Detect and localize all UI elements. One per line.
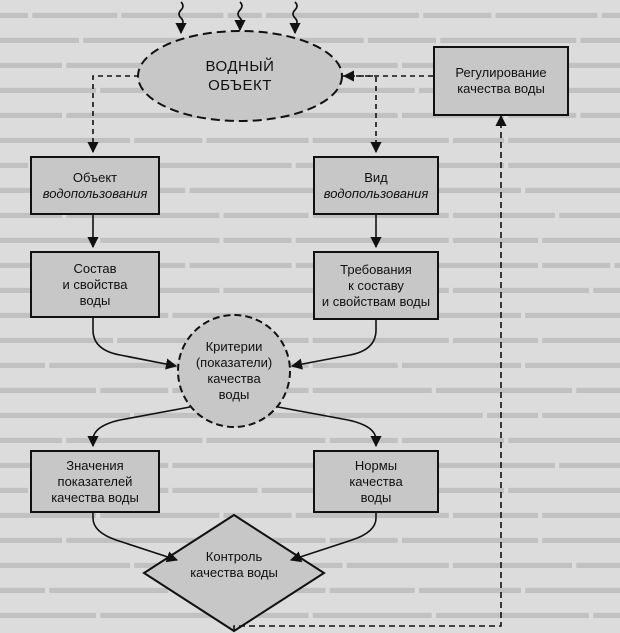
usage-object-line2: водопользования — [42, 185, 148, 201]
values-line1: Значения — [66, 457, 124, 473]
requirements-line2: к составу — [348, 277, 404, 293]
control-line2: качества воды — [190, 565, 278, 580]
regulation-box: Регулирование качества воды — [433, 46, 569, 116]
usage-type-box: Вид водопользования — [313, 156, 439, 215]
arrow-norms-to-control — [289, 513, 377, 563]
composition-box: Состав и свойства воды — [30, 251, 160, 318]
composition-line2: и свойства — [62, 276, 128, 292]
values-box: Значения показателей качества воды — [30, 450, 160, 513]
usage-object-box: Объект водопользования — [30, 156, 160, 215]
values-line3: качества воды — [51, 489, 139, 505]
control-label: Контроль качества воды — [170, 547, 298, 583]
usage-type-line1: Вид — [364, 169, 388, 185]
criteria-line3: качества — [207, 371, 261, 386]
water-object-line2: ОБЪЕКТ — [208, 77, 272, 94]
arrow-water-to-usage-object — [87, 75, 139, 154]
requirements-line3: и свойствам воды — [321, 293, 431, 309]
inflow-arrow-center — [234, 1, 246, 32]
regulation-line2: качества воды — [457, 81, 545, 96]
norms-box: Нормы качества воды — [313, 450, 439, 513]
arrow-criteria-to-norms — [277, 406, 382, 448]
inflow-arrows — [175, 1, 301, 35]
water-object-line1: ВОДНЫЙ — [205, 58, 275, 75]
regulation-line1: Регулирование — [455, 65, 547, 80]
criteria-line1: Критерии — [205, 339, 263, 354]
criteria-circle — [177, 314, 291, 428]
inflow-arrow-left — [175, 1, 187, 35]
arrow-control-to-regulation — [233, 114, 507, 631]
arrow-water-to-usage-type — [341, 75, 382, 154]
requirements-line1: Требования — [340, 261, 412, 277]
inflow-arrow-right — [289, 1, 301, 35]
usage-type-line2: водопользования — [323, 185, 429, 201]
connector-lines — [87, 70, 507, 631]
norms-line3: воды — [360, 489, 392, 505]
water-object-label: ВОДНЫЙ ОБЪЕКТ — [170, 52, 310, 100]
criteria-label: Критерии (показатели) качества воды — [182, 338, 286, 404]
values-line2: показателей — [57, 473, 133, 489]
norms-line1: Нормы — [354, 457, 398, 473]
norms-line2: качества — [349, 473, 403, 489]
arrow-composition-to-criteria — [92, 318, 178, 370]
arrow-values-to-control — [92, 513, 179, 563]
criteria-line2: (показатели) — [195, 355, 273, 370]
requirements-box: Требования к составу и свойствам воды — [313, 251, 439, 320]
arrow-requirements-to-criteria — [290, 320, 377, 370]
usage-object-line1: Объект — [72, 169, 118, 185]
composition-line1: Состав — [73, 260, 117, 276]
arrow-criteria-to-values — [87, 406, 191, 448]
composition-line3: воды — [79, 292, 111, 308]
criteria-line4: воды — [218, 387, 250, 402]
control-line1: Контроль — [205, 549, 263, 564]
